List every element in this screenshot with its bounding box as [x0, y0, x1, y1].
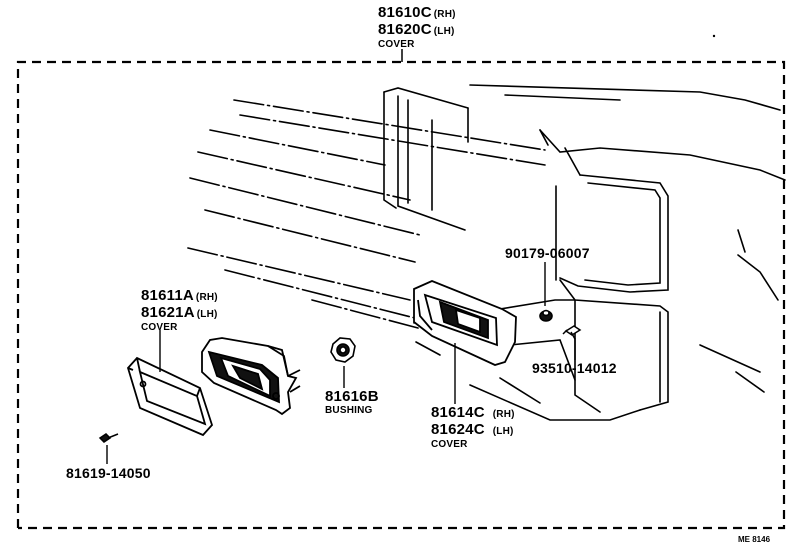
bumper-cover-pn-lh: 81624C [431, 421, 485, 438]
cover-main-callout: 81610C(RH) 81620C(LH) COVER [378, 5, 456, 50]
bushing-callout: 81616B BUSHING [325, 389, 379, 416]
cover-main-desc: COVER [378, 39, 415, 50]
cover-main-pn-lh: 81620C [378, 21, 432, 38]
lens-cover-pn-rh: 81611A [141, 287, 194, 304]
bolt-pn: 81619-14050 [66, 465, 151, 481]
lens-cover-pn-lh: 81621A [141, 304, 195, 321]
screw-lower-pn: 93510-14012 [532, 360, 617, 376]
lens-cover-side-rh: (RH) [195, 292, 218, 303]
assembly-boundary [16, 60, 786, 530]
cover-main-pn-rh: 81610C [378, 4, 432, 21]
screw-upper-pn: 90179-06007 [505, 245, 590, 261]
cover-main-side-lh: (LH) [433, 26, 455, 37]
bumper-cover-pn-rh: 81614C [431, 404, 485, 421]
bumper-cover-callout: 81614C (RH) 81624C (LH) COVER [431, 405, 515, 450]
bushing-pn: 81616B [325, 388, 379, 405]
bushing-part [330, 337, 356, 363]
lens-cover-desc: COVER [141, 322, 178, 333]
cover-main-side-rh: (RH) [433, 9, 456, 20]
screw-part [562, 325, 582, 340]
lens-cover-part [126, 356, 214, 437]
registration-dot [712, 34, 716, 38]
bumper-cover-side-lh: (LH) [492, 426, 514, 437]
nut-part [539, 309, 553, 322]
bumper-cover-side-rh: (RH) [492, 409, 515, 420]
lamp-housing-part [201, 337, 301, 416]
bumper-side-cover-part [413, 280, 517, 366]
car-body [187, 84, 786, 421]
bolt-part [98, 433, 119, 443]
bushing-desc: BUSHING [325, 405, 373, 416]
bumper-cover-desc: COVER [431, 439, 468, 450]
lens-cover-callout: 81611A(RH) 81621A(LH) COVER [141, 288, 218, 333]
figure-code: ME 8146 [738, 535, 771, 544]
lens-cover-side-lh: (LH) [196, 309, 218, 320]
